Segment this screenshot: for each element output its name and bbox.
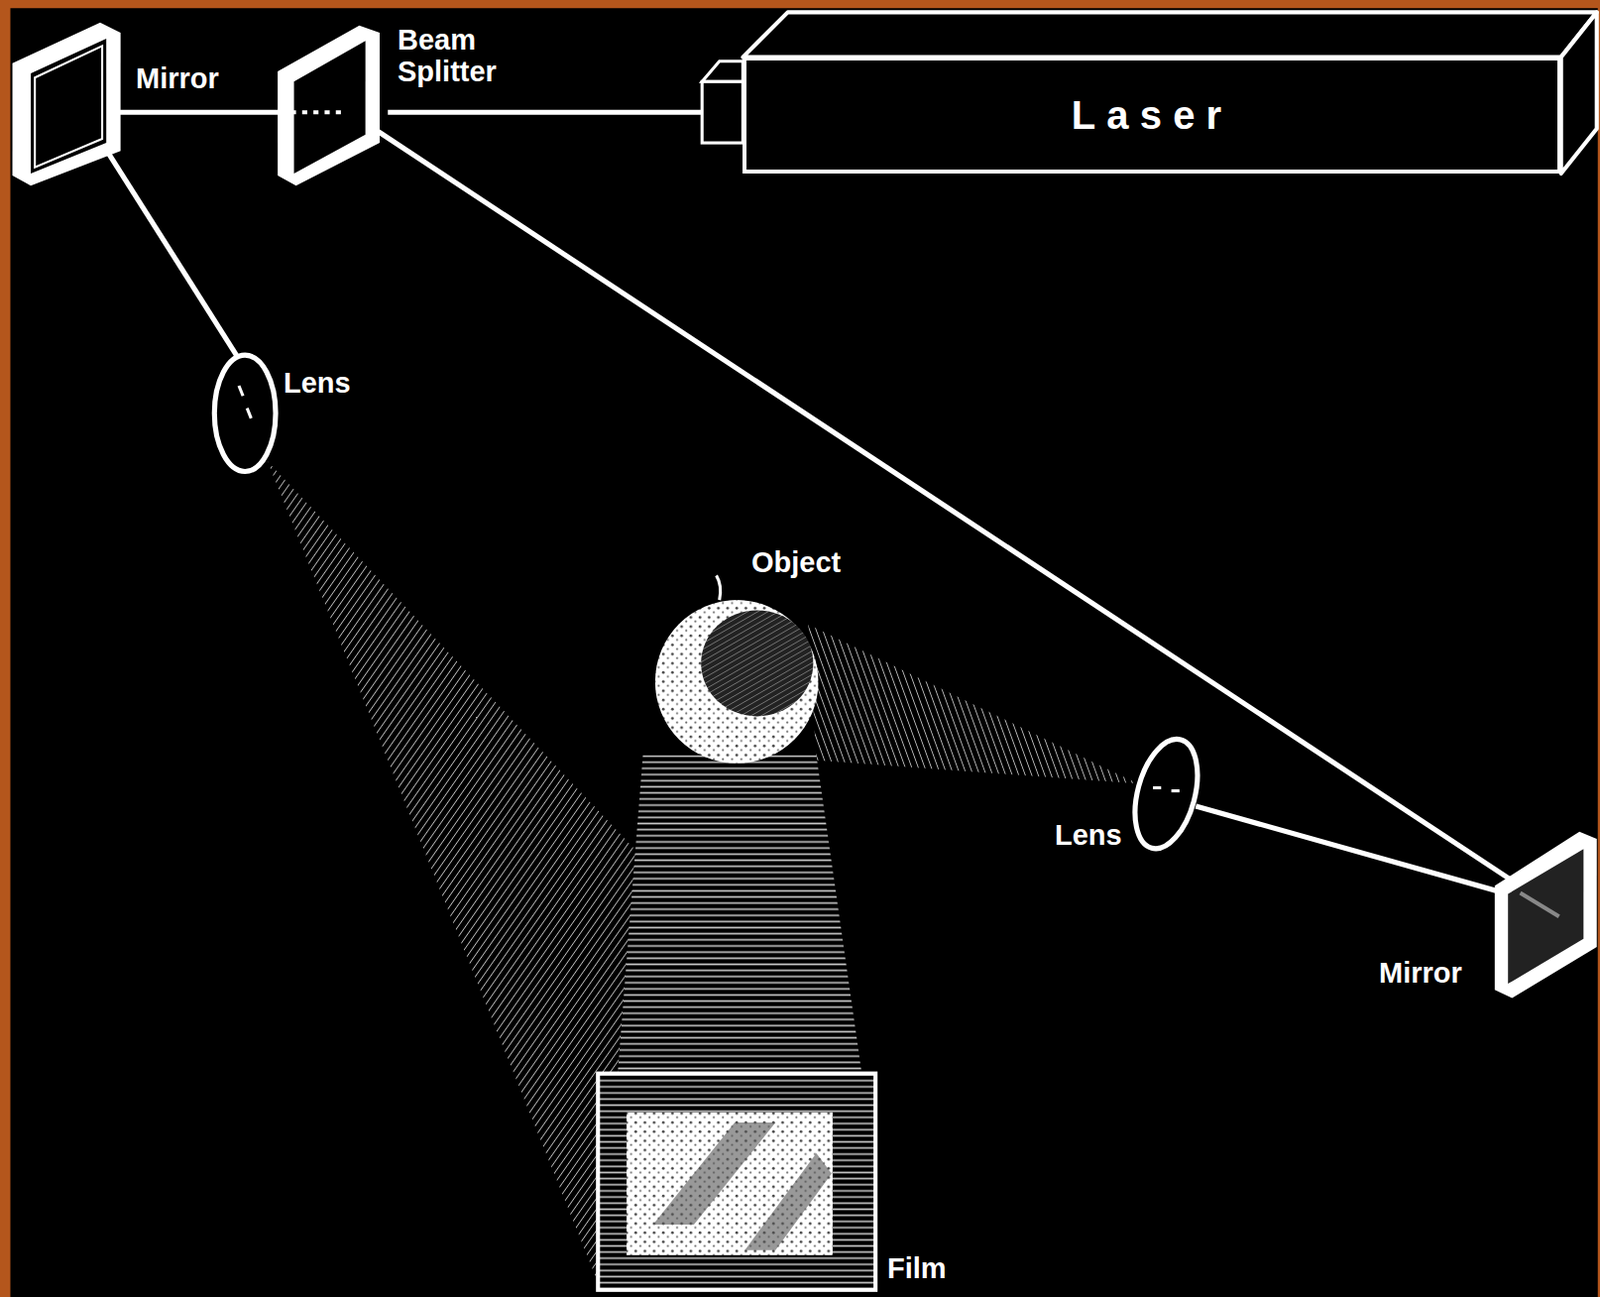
part-label: Film <box>887 1252 947 1284</box>
part-label: Beam Splitter <box>397 23 517 89</box>
part-label: Lens <box>283 366 351 399</box>
part-label: Mirror <box>1378 956 1463 989</box>
part-label: Mirror <box>135 62 220 95</box>
part-label: Object <box>751 546 841 578</box>
laser-box: Laser <box>742 56 1562 174</box>
node-label: Laser <box>1071 93 1234 138</box>
part-label: Lens <box>1054 818 1123 851</box>
